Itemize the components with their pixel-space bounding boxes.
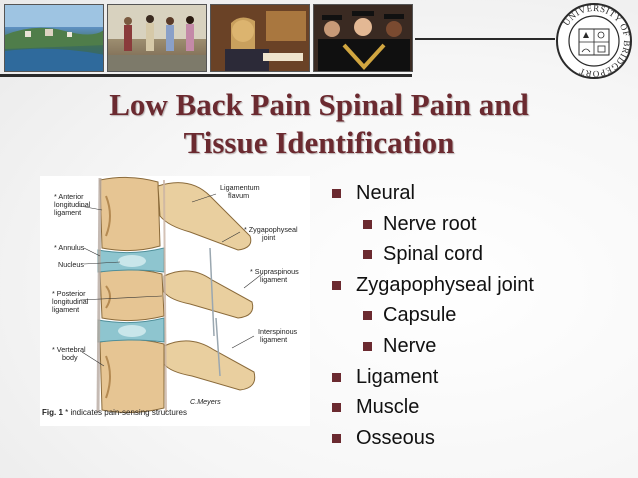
label-ligamentum-flavum-2: flavum [228, 191, 249, 200]
title-line-1: Low Back Pain Spinal Pain and [109, 87, 529, 122]
label-interspinous-2: ligament [260, 335, 287, 344]
label-posterior-2: longitudinal [52, 297, 89, 306]
label-annulus: * Annulus [54, 243, 85, 252]
label-posterior-3: ligament [52, 305, 79, 314]
label-supraspinous-2: ligament [260, 275, 287, 284]
label-ligamentum-flavum: Ligamentum [220, 183, 260, 192]
bullet-item: Ligament [330, 362, 534, 393]
label-zygapophyseal-joint-2: joint [261, 233, 275, 242]
square-bullet-icon [332, 280, 341, 290]
artist-signature: C.Meyers [190, 397, 221, 406]
square-bullet-icon [363, 219, 372, 229]
label-anterior-2: longitudinal [54, 200, 91, 209]
spine-illustration: * Anterior longitudinal ligament * Annul… [40, 176, 310, 426]
label-zygapophyseal-joint: * Zygapophyseal [244, 225, 298, 234]
bullet-item: Zygapophyseal joint [330, 270, 534, 301]
title-line-2: Tissue Identification [183, 125, 455, 160]
label-anterior: * Anterior [54, 192, 84, 201]
figure-caption: Fig. 1 * indicates pain-sensing structur… [42, 408, 187, 417]
bullet-item: Neural [330, 178, 534, 209]
bullet-item: Muscle [330, 392, 534, 423]
bullet-item: Osseous [330, 423, 534, 454]
label-vertebral-body: * Vertebral [52, 345, 86, 354]
student-reading-photo [210, 4, 310, 72]
label-supraspinous: * Supraspinous [250, 267, 299, 276]
header-divider-line [0, 74, 412, 77]
sub-bullet-item: Capsule [330, 300, 534, 331]
logo-divider-line [415, 38, 555, 40]
square-bullet-icon [332, 403, 341, 413]
caption-text: * indicates pain-sensing structures [62, 408, 187, 417]
sub-bullet-item: Nerve root [330, 209, 534, 240]
square-bullet-icon [363, 311, 372, 321]
label-nucleus: Nucleus [58, 260, 84, 269]
square-bullet-icon [332, 433, 341, 443]
square-bullet-icon [332, 372, 341, 382]
vertebra-stack [96, 176, 256, 414]
square-bullet-icon [363, 341, 372, 351]
students-walking-photo [107, 4, 207, 72]
caption-fig-number: Fig. 1 [42, 408, 63, 417]
slide-title: Low Back Pain Spinal Pain and Tissue Ide… [60, 86, 578, 162]
label-interspinous: Interspinous [258, 327, 298, 336]
university-seal-logo: UNIVERSITY OF BRIDGEPORT [556, 3, 632, 79]
square-bullet-icon [363, 250, 372, 260]
square-bullet-icon [332, 189, 341, 198]
bullet-list: Neural Nerve root Spinal cord Zygapophys… [330, 178, 534, 453]
sub-bullet-item: Spinal cord [330, 239, 534, 270]
label-anterior-3: ligament [54, 208, 81, 217]
label-posterior: * Posterior [52, 289, 86, 298]
label-vertebral-body-2: body [62, 353, 78, 362]
campus-aerial-photo [4, 4, 104, 72]
graduates-photo [313, 4, 413, 72]
sub-bullet-item: Nerve [330, 331, 534, 362]
